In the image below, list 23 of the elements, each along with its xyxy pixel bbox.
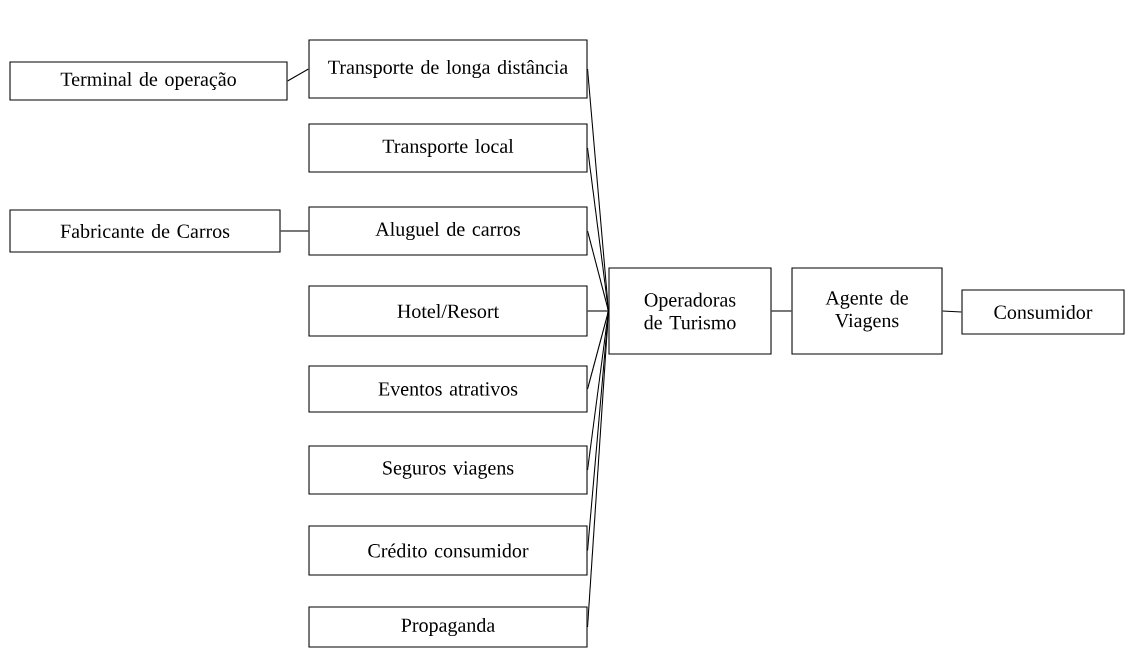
connector-line: [587, 147, 609, 312]
connector-line: [587, 310, 609, 628]
process-box: Hotel/Resort: [308, 285, 588, 337]
process-box: Fabricante de Carros: [9, 209, 281, 253]
connector-line: [587, 230, 609, 312]
process-box: Transporte de longa distância: [308, 39, 588, 99]
connector-line: [942, 310, 962, 313]
process-box: Aluguel de carros: [308, 206, 588, 256]
process-box: Agente de Viagens: [791, 267, 943, 355]
process-box: Operadoras de Turismo: [608, 267, 772, 355]
connector-line: [587, 310, 609, 471]
process-box: Eventos atrativos: [308, 365, 588, 413]
process-box: Crédito consumidor: [308, 525, 588, 576]
connector-line: [587, 310, 609, 390]
connector-line: [287, 68, 309, 82]
connector-line: [280, 230, 309, 232]
process-box: Consumidor: [961, 289, 1125, 335]
connector-line: [587, 310, 609, 312]
process-box: Terminal de operação: [9, 61, 288, 101]
process-box: Transporte local: [308, 123, 588, 173]
process-box: Seguros viagens: [308, 445, 588, 495]
connector-line: [771, 310, 792, 312]
process-box: Propaganda: [308, 606, 588, 648]
